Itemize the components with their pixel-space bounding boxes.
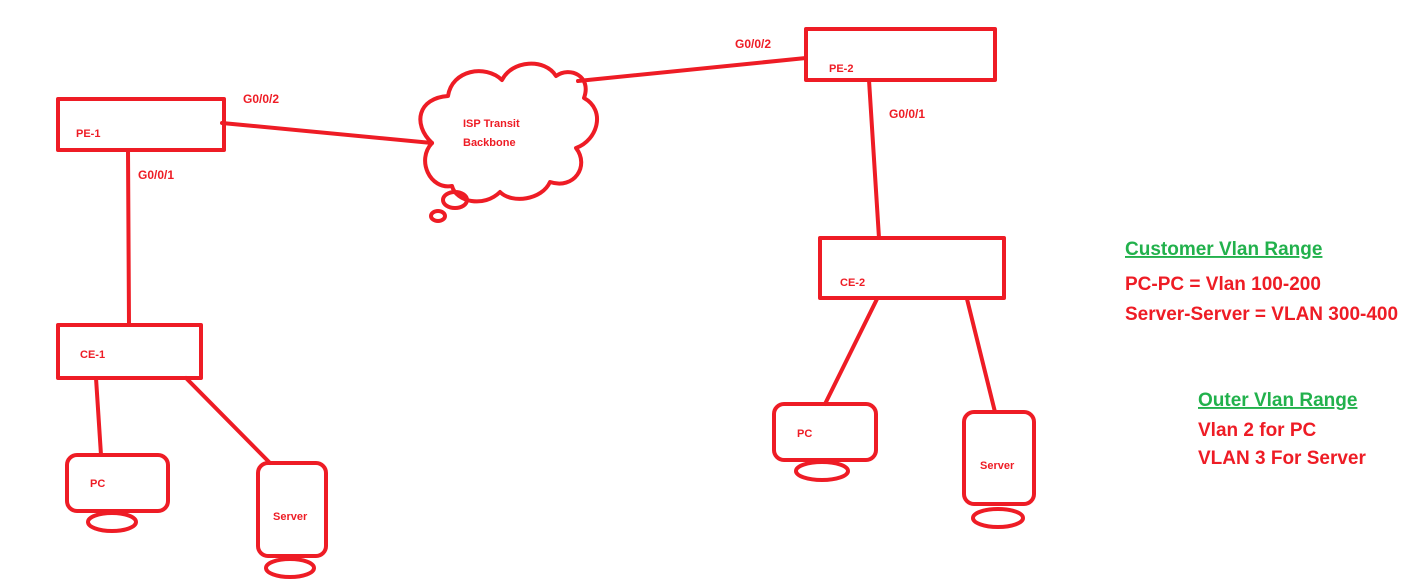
customer-vlan-line-2: Server-Server = VLAN 300-400 (1125, 304, 1398, 325)
outer-vlan-line-1: Vlan 2 for PC (1198, 420, 1317, 441)
pc-right-stand (794, 460, 850, 482)
ce2-label: CE-2 (840, 277, 865, 289)
link-ce1-server (184, 376, 272, 465)
ce1-router (56, 323, 203, 380)
server-left-tower (256, 461, 328, 558)
customer-vlan-line-1: PC-PC = Vlan 100-200 (1125, 274, 1321, 295)
server-right-label: Server (980, 460, 1015, 472)
pe2-label: PE-2 (829, 63, 853, 75)
pe1-uplink-interface: G0/0/2 (243, 92, 279, 106)
customer-vlan-title: Customer Vlan Range (1125, 239, 1322, 260)
pc-left-stand (86, 511, 138, 533)
link-cloud-pe2 (576, 56, 808, 83)
server-left-base (264, 557, 316, 579)
server-right-tower (962, 410, 1036, 506)
outer-vlan-line-2: VLAN 3 For Server (1198, 448, 1366, 469)
pe2-router (804, 27, 997, 82)
outer-vlan-title: Outer Vlan Range (1198, 390, 1357, 411)
isp-cloud (418, 61, 599, 204)
pc-right-monitor (772, 402, 878, 462)
pe1-router (56, 97, 226, 152)
ce2-router (818, 236, 1006, 300)
pc-left-monitor (65, 453, 170, 513)
pc-right-label: PC (797, 428, 812, 440)
pe2-uplink-interface: G0/0/2 (735, 37, 771, 51)
pc-left-label: PC (90, 478, 105, 490)
server-left-label: Server (273, 511, 308, 523)
link-ce2-server (965, 297, 997, 414)
cloud-label-line2: Backbone (463, 137, 516, 149)
link-pe1-ce1 (126, 148, 131, 327)
cloud-bubble-small (429, 209, 447, 223)
pe1-downlink-interface: G0/0/1 (138, 168, 174, 182)
pe2-downlink-interface: G0/0/1 (889, 107, 925, 121)
ce1-label: CE-1 (80, 349, 105, 361)
cloud-bubble-large (441, 190, 469, 210)
link-pe1-cloud (220, 121, 434, 145)
link-ce1-pc (94, 376, 103, 457)
link-pe2-ce2 (867, 78, 881, 240)
pe1-label: PE-1 (76, 128, 100, 140)
link-ce2-pc (823, 297, 879, 406)
cloud-label-line1: ISP Transit (463, 118, 520, 130)
server-right-base (971, 507, 1025, 529)
